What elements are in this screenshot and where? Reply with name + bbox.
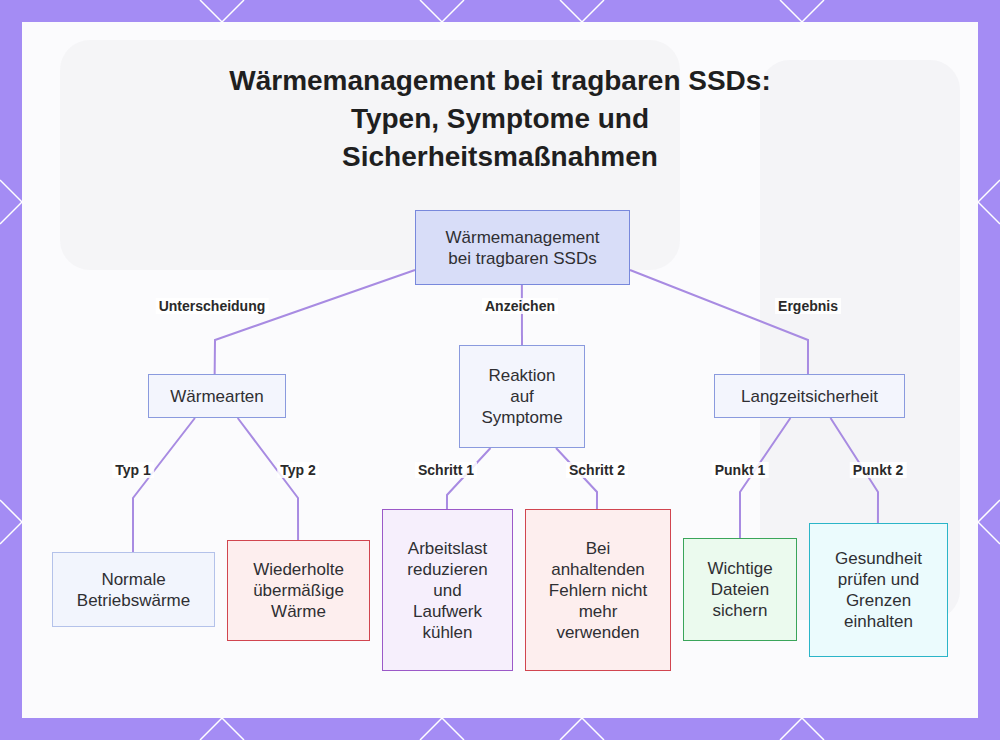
node-label: Normale Betriebswärme: [63, 569, 204, 611]
edge-label: Unterscheidung: [156, 298, 269, 314]
process-box: Normale Betriebswärme: [52, 552, 215, 627]
connector-line: [447, 448, 491, 509]
connector-line: [630, 270, 808, 374]
edge-label: Punkt 2: [850, 462, 907, 478]
node-label: Wärmemanagement bei tragbaren SSDs: [434, 227, 611, 269]
connector-line: [133, 418, 195, 552]
diagram-title: Wärmemanagement bei tragbaren SSDs: Type…: [190, 62, 810, 176]
edge-label: Typ 1: [112, 462, 154, 478]
edge-label: Ergebnis: [775, 298, 841, 314]
process-box: Wichtige Dateien sichern: [683, 538, 797, 641]
process-box: Gesundheit prüfen und Grenzen einhalten: [809, 523, 948, 657]
connector-line: [556, 448, 597, 509]
process-box: Langzeitsicherheit: [714, 374, 905, 418]
process-box: Bei anhaltenden Fehlern nicht mehr verwe…: [525, 509, 671, 671]
node-label: Gesundheit prüfen und Grenzen einhalten: [822, 548, 935, 632]
node-label: Bei anhaltenden Fehlern nicht mehr verwe…: [544, 538, 652, 643]
process-box: Wärmearten: [148, 374, 286, 418]
edge-label: Schritt 2: [566, 462, 628, 478]
node-label: Arbeitslast reduzieren und Laufwerk kühl…: [401, 538, 494, 643]
edge-label: Schritt 1: [415, 462, 477, 478]
process-box: Wiederholte übermäßige Wärme: [227, 540, 370, 641]
connector-line: [740, 418, 790, 538]
node-label: Wiederholte übermäßige Wärme: [242, 559, 355, 622]
edge-label: Anzeichen: [482, 298, 558, 314]
node-label: Reaktion auf Symptome: [478, 365, 566, 428]
edge-label: Punkt 1: [712, 462, 769, 478]
connector-line: [521, 285, 523, 345]
edge-label: Typ 2: [277, 462, 319, 478]
node-label: Wärmearten: [170, 386, 264, 407]
process-box: Arbeitslast reduzieren und Laufwerk kühl…: [382, 509, 513, 671]
connector-line: [238, 418, 298, 540]
connector-line: [215, 270, 415, 374]
process-box: Wärmemanagement bei tragbaren SSDs: [415, 210, 630, 285]
node-label: Wichtige Dateien sichern: [694, 558, 786, 621]
inner-panel: [22, 22, 978, 718]
node-label: Langzeitsicherheit: [741, 386, 878, 407]
process-box: Reaktion auf Symptome: [459, 345, 585, 448]
